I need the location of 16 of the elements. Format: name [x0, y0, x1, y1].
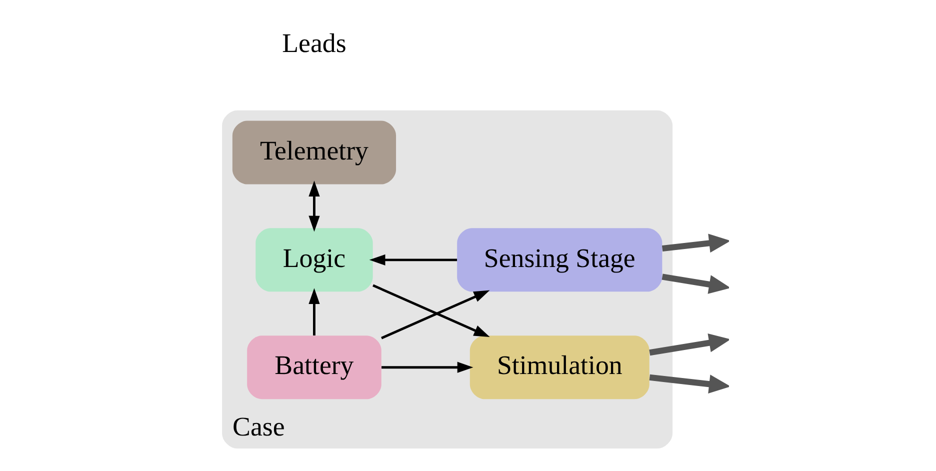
arrow: [368, 254, 457, 266]
arrow: [372, 284, 490, 338]
node-box: Stimulation: [469, 336, 649, 400]
arrow: [661, 234, 728, 253]
arrow: [648, 374, 728, 394]
arrow: [308, 288, 320, 336]
arrow: [381, 362, 473, 373]
arrow: [308, 180, 320, 232]
arrow: [648, 333, 728, 356]
node-box: Sensing Stage: [456, 228, 662, 292]
node-box: Battery: [246, 336, 381, 400]
arrow: [661, 274, 728, 294]
node-box: Logic: [255, 228, 372, 292]
arrow: [380, 290, 490, 340]
node-box: Telemetry: [232, 120, 396, 184]
label: Leads: [282, 28, 346, 58]
